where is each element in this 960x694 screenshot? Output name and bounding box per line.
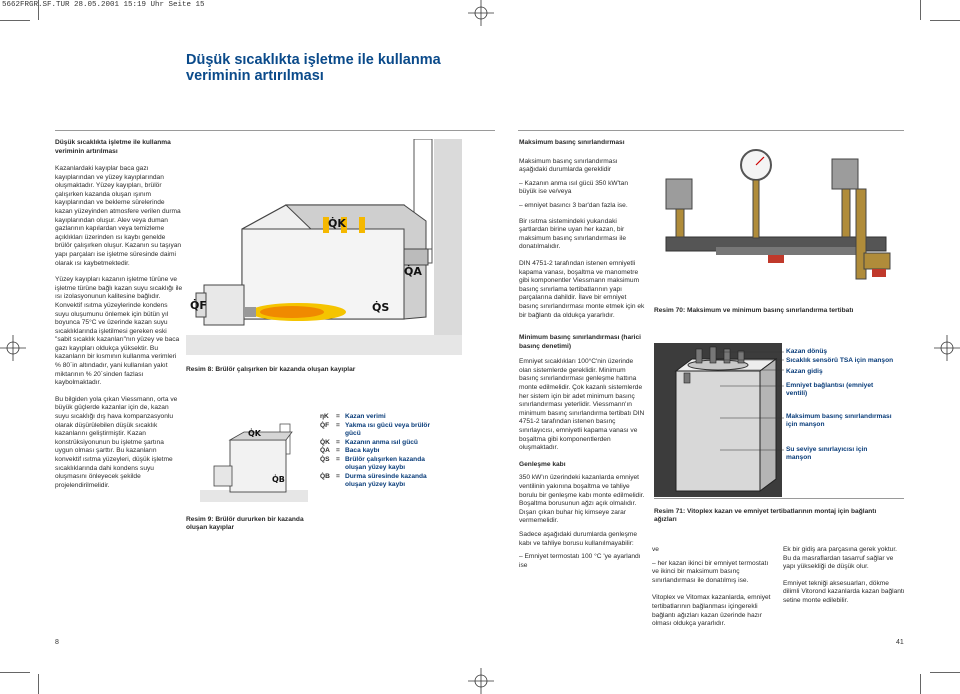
callout-label: Su seviye sınırlayıcısı için manşon xyxy=(786,446,868,461)
legend-row: Q̇A=Baca kaybı xyxy=(320,447,380,454)
trim-mark xyxy=(930,672,960,673)
registration-mark-icon xyxy=(468,0,494,26)
callout-label: Emniyet bağlantısı (emniyet ventili) xyxy=(786,382,874,397)
body-text-col3: Maksimum basınç sınırlandırması Maksimum… xyxy=(519,139,645,578)
registration-mark-icon xyxy=(934,335,960,361)
registration-mark-icon xyxy=(0,335,26,361)
paragraph: Vitoplex ve Vitomax kazanlarda, emniyet … xyxy=(652,594,771,628)
paragraph: Bu bilgiden yola çıkan Viessmann, orta v… xyxy=(55,395,178,489)
legend-row: Q̇S=Brülör çalışırken kazanda oluşan yüz… xyxy=(320,455,425,472)
divider xyxy=(654,498,904,499)
figure-caption: Resim 71: Vitoplex kazan ve emniyet tert… xyxy=(654,508,877,523)
list-item: – emniyet basıncı 3 bar'dan fazla ise. xyxy=(519,201,628,209)
paragraph: ve xyxy=(652,546,659,553)
paragraph: 350 kW'ın üzerindeki kazanlarda emniyet … xyxy=(519,474,645,525)
trim-mark xyxy=(38,674,39,694)
paragraph: Yüzey kayıpları kazanın işletme türüne v… xyxy=(55,276,183,387)
callout-label: Maksimum basınç sınırlandırması için man… xyxy=(786,413,892,428)
section-heading: Düşük sıcaklıkta işletme ile kullanma ve… xyxy=(55,139,171,155)
divider xyxy=(518,130,904,131)
qk-label: Q̇K xyxy=(248,428,262,438)
trim-mark xyxy=(0,672,30,673)
trim-mark xyxy=(920,674,921,694)
callout-label: Kazan dönüş xyxy=(786,348,828,355)
divider xyxy=(55,130,495,131)
registration-mark-icon xyxy=(468,668,494,694)
page-number: 8 xyxy=(55,639,59,646)
page-title: Düşük sıcaklıkta işletme ile kullanma ve… xyxy=(186,52,441,84)
qs-label: Q̇S xyxy=(372,301,389,314)
paragraph: Maksimum basınç sınırlandırması aşağıdak… xyxy=(519,157,618,174)
section-heading: Maksimum basınç sınırlandırması xyxy=(519,139,625,146)
qf-label: Q̇F xyxy=(190,299,207,312)
list-item: – Kazanın anma ısıl gücü 350 kW'tan büyü… xyxy=(519,179,629,196)
qk-label: Q̇K xyxy=(328,217,346,230)
body-text-col1: Kazanlardaki kayıplar baca gazı kayıplar… xyxy=(55,165,183,498)
boiler-losses-diagram: Q̇K Q̇A Q̇F Q̇S xyxy=(186,139,462,355)
paragraph: Emniyet sıcaklıkları 100°C'nin üzerinde … xyxy=(519,358,645,452)
paragraph: Emniyet tekniği aksesuarları, dökme dili… xyxy=(783,579,905,604)
paragraph: Ek bir gidiş ara parçasına gerek yoktur.… xyxy=(783,546,897,571)
body-text-col4b: Ek bir gidiş ara parçasına gerek yoktur.… xyxy=(783,546,905,614)
figure-caption: Resim 9: Brülör dururken bir kazanda olu… xyxy=(186,516,304,531)
boiler-connections-diagram xyxy=(654,343,782,497)
legend-row: ηK=Kazan verimi xyxy=(320,413,386,420)
print-slug: 5662FRGR.SF.TUR 28.05.2001 15:19 Uhr Sei… xyxy=(2,1,205,9)
callout-label: Sıcaklık sensörü TSA için manşon xyxy=(786,357,894,364)
legend-row: Q̇B=Durma süresinde kazanda oluşan yüzey… xyxy=(320,472,427,489)
page-number: 41 xyxy=(896,639,904,646)
section-heading: Minimum basınç sınırlandırması (harici b… xyxy=(519,334,642,350)
leader-lines xyxy=(720,351,784,451)
trim-mark xyxy=(0,20,30,21)
paragraph: Kazanlardaki kayıplar baca gazı kayıplar… xyxy=(55,165,182,267)
legend-row: Q̇K=Kazanın anma ısıl gücü xyxy=(320,438,418,446)
figure-caption: Resim 8: Brülör çalışırken bir kazanda o… xyxy=(186,366,356,373)
qa-label: Q̇A xyxy=(404,265,422,278)
figure-caption: Resim 70: Maksimum ve minimum basınç sın… xyxy=(654,307,854,314)
trim-mark xyxy=(930,20,960,21)
callout-label: Kazan gidiş xyxy=(786,368,823,375)
boiler-standby-diagram: Q̇K Q̇B xyxy=(200,423,308,502)
paragraph: Sadece aşağıdaki durumlarda genleşme kab… xyxy=(519,530,638,547)
list-item: – Emniyet termostatı 100 °C 'ye ayarland… xyxy=(519,553,641,569)
trim-mark xyxy=(920,0,921,20)
legend-row: Q̇F=Yakma ısı gücü veya brülör gücü xyxy=(320,421,431,438)
qb-label: Q̇B xyxy=(272,474,285,484)
paragraph: Bir ısıtma sistemindeki yukarıdaki şartl… xyxy=(519,217,626,251)
body-text-col4a: ve – her kazan ikinci bir emniyet termos… xyxy=(652,546,774,637)
section-heading: Genleşme kabı xyxy=(519,460,566,468)
trim-mark xyxy=(38,0,39,20)
symbol-legend: ηK=Kazan verimi Q̇F=Yakma ısı gücü veya … xyxy=(320,413,440,490)
pressure-limiter-photo xyxy=(656,143,896,293)
list-item: – her kazan ikinci bir emniyet termostat… xyxy=(652,559,769,584)
paragraph: DIN 4751-2 tarafından istenen emniyetli … xyxy=(519,259,645,319)
